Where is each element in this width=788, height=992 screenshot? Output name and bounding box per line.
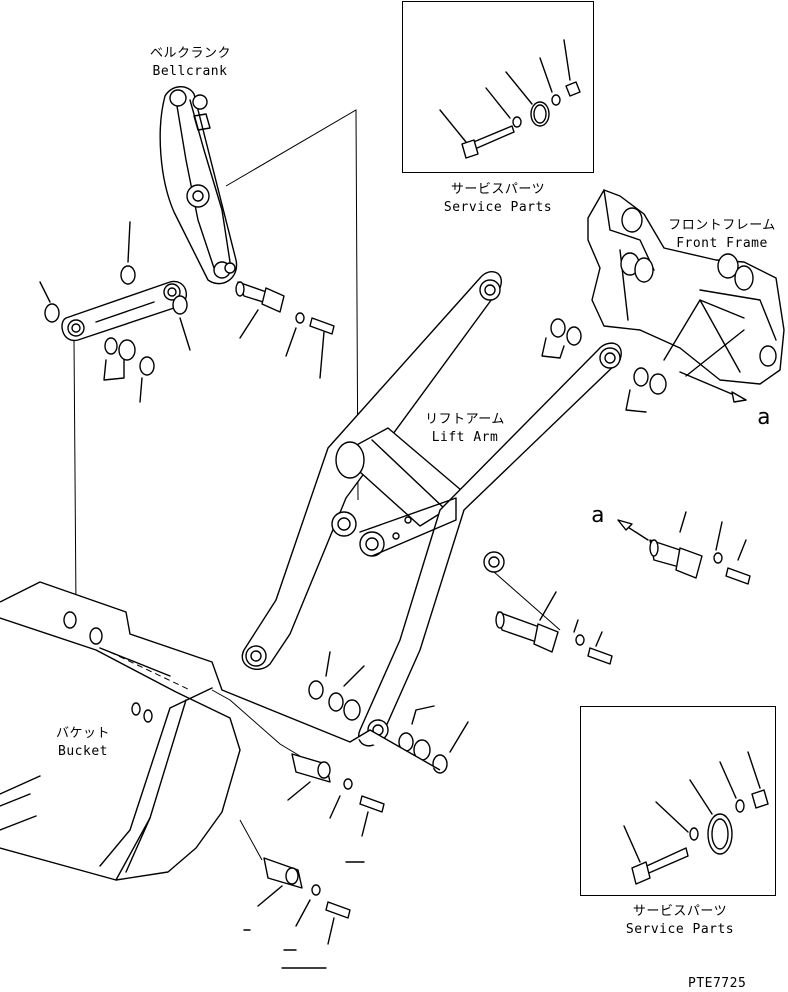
view-ref-a-right: a	[757, 405, 771, 430]
service-parts-top-set	[439, 39, 581, 159]
drawing-number: PTE7725	[688, 976, 747, 991]
bellcrank-label-en: Bellcrank	[152, 64, 228, 79]
bucket-label-en: Bucket	[58, 744, 108, 759]
view-ref-a-left: a	[591, 503, 605, 528]
front-frame-label-en: Front Frame	[676, 236, 768, 251]
lift-arm-part	[241, 270, 622, 747]
front-frame-part	[587, 189, 785, 385]
service-parts-top-label-jp: サービスパーツ	[450, 182, 546, 197]
service-parts-bottom-label-en: Service Parts	[625, 922, 735, 937]
service-parts-top-label-en: Service Parts	[443, 200, 553, 215]
front-frame-label-jp: フロントフレーム	[668, 218, 776, 233]
lift-arm-label-en: Lift Arm	[431, 430, 499, 445]
bucket-label-jp: バケット	[55, 726, 110, 741]
link-part	[61, 280, 188, 342]
service-parts-bottom-label-jp: サービスパーツ	[632, 904, 728, 919]
lift-arm-label-jp: リフトアーム	[425, 412, 505, 427]
service-parts-bottom-set	[623, 751, 769, 885]
service-parts-box-bottom	[580, 706, 776, 896]
service-parts-box-top	[402, 1, 594, 173]
bucket-part	[0, 581, 441, 881]
bellcrank-label-jp: ベルクランク	[150, 46, 232, 61]
bellcrank-part	[159, 86, 238, 285]
bellcrank-pin-set	[235, 281, 335, 379]
